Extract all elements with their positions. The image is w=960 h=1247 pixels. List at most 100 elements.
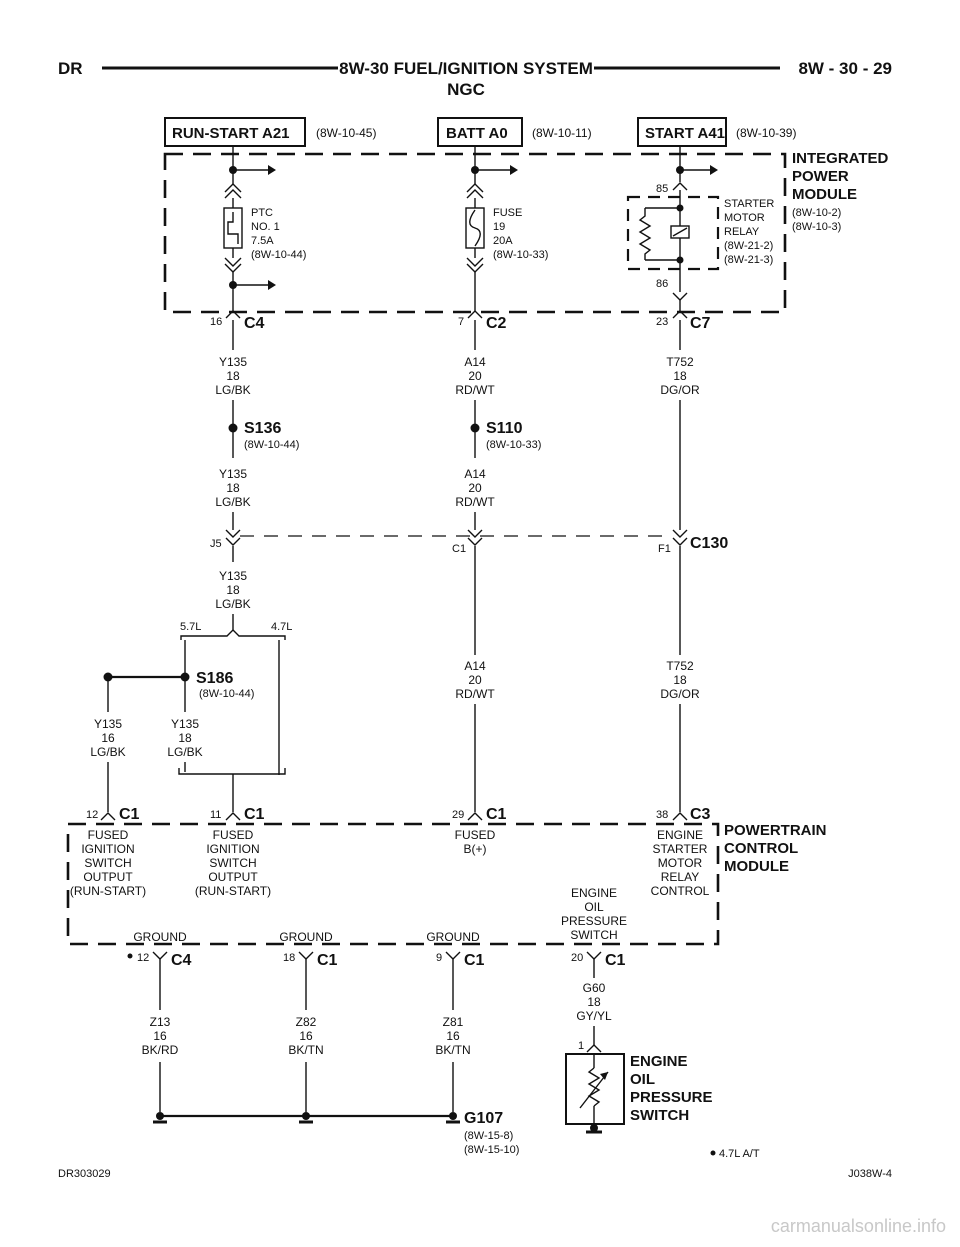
wire-gauge-a14-b: 20 <box>468 481 482 495</box>
oil-switch-variable-arrow <box>579 1071 609 1109</box>
ipm-c7-name: C7 <box>690 315 711 332</box>
relay-label-4: (8W-21-2) <box>724 240 773 252</box>
eops-l3: PRESSURE <box>561 914 627 928</box>
wire-color-y135-16: LG/BK <box>90 745 125 759</box>
source-box-start <box>637 117 727 147</box>
fb-l1: FUSED <box>455 828 496 842</box>
pcm-connector-38: 38 C3 <box>656 806 711 823</box>
wire-label-z81: Z81 16 BK/TN <box>435 1015 470 1057</box>
splice-s186-ref: (8W-10-44) <box>199 688 254 700</box>
wire-code-y135-a: Y135 <box>219 355 247 369</box>
wire-code-y135-d: Y135 <box>171 717 199 731</box>
footer-left: DR303029 <box>58 1168 111 1180</box>
oil-switch-label-4: SWITCH <box>630 1107 689 1124</box>
wire-code-a14-b: A14 <box>464 467 486 481</box>
pcm-bottom-c1-9: 9 C1 <box>436 951 485 969</box>
c130-pin-j5: J5 <box>210 538 222 550</box>
source-start: START A41 (8W-10-39) <box>637 117 796 147</box>
ipm-ref-1: (8W-10-2) <box>792 207 841 219</box>
wire-gauge-t752-b: 18 <box>673 673 687 687</box>
relay-label-2: MOTOR <box>724 212 765 224</box>
esmr-l5: CONTROL <box>651 884 710 898</box>
ipm-connector-c7: 23 C7 <box>656 310 711 332</box>
fis1-l5: (RUN-START) <box>70 884 146 898</box>
wire-color-a14-a: RD/WT <box>455 383 495 397</box>
pcm-pin-29: 29 <box>452 809 464 821</box>
source-label-start: START A41 <box>645 125 725 142</box>
header-right: 8W - 30 - 29 <box>798 59 892 78</box>
wire-gauge-y135-a: 18 <box>226 369 240 383</box>
ipm-ref-2: (8W-10-3) <box>792 221 841 233</box>
pcm-conn-29-name: C1 <box>486 806 507 823</box>
source-run-start: RUN-START A21 (8W-10-45) <box>164 117 376 147</box>
pcm-pin-38: 38 <box>656 809 668 821</box>
watermark: carmanualsonline.info <box>771 1216 946 1236</box>
wire-label-a14-b: A14 20 RD/WT <box>455 467 495 509</box>
merge-bracket <box>178 768 286 775</box>
wire-code-z81: Z81 <box>443 1015 464 1029</box>
wire-gauge-a14-a: 20 <box>468 369 482 383</box>
fuse-label-1: FUSE <box>493 207 522 219</box>
wire-label-t752-b: T752 18 DG/OR <box>660 659 700 701</box>
pcm-bottom-c4-name: C4 <box>171 952 192 969</box>
source-box-batt <box>437 117 523 147</box>
pcm-label-1: POWERTRAIN <box>724 822 827 839</box>
source-batt: BATT A0 (8W-10-11) <box>437 117 592 147</box>
source-label-batt: BATT A0 <box>446 125 508 142</box>
fuse-label-3: 20A <box>493 235 513 247</box>
eops-l4: SWITCH <box>570 928 617 942</box>
pcm-fused-ignition-2: FUSED IGNITION SWITCH OUTPUT (RUN-START) <box>195 828 271 898</box>
oil-switch-label-3: PRESSURE <box>630 1089 713 1106</box>
fuse-circuit: FUSE 19 20A (8W-10-33) <box>465 146 548 312</box>
pcm-bottom-c4: 12 C4 <box>127 951 192 969</box>
ptc-circuit: PTC NO. 1 7.5A (8W-10-44) <box>223 146 306 312</box>
wire-color-t752-b: DG/OR <box>660 687 700 701</box>
fis2-l4: OUTPUT <box>208 870 258 884</box>
header-left: DR <box>58 59 83 78</box>
page-footer: 4.7L A/T DR303029 J038W-4 carmanualsonli… <box>58 1148 946 1236</box>
wire-label-y135-c: Y135 18 LG/BK <box>215 569 250 611</box>
esmr-l4: RELAY <box>661 870 699 884</box>
source-box-run-start <box>164 117 306 147</box>
pcm-conn-38-name: C3 <box>690 806 711 823</box>
splice-s136-ref: (8W-10-44) <box>244 439 299 451</box>
pcm-label-2: CONTROL <box>724 840 798 857</box>
c130-pin-f1: F1 <box>658 543 671 555</box>
fb-l2: B(+) <box>463 842 486 856</box>
oil-switch-label-2: OIL <box>630 1071 655 1088</box>
pcm-bottom-c1-9-name: C1 <box>464 952 485 969</box>
ipm-c2-name: C2 <box>486 315 507 332</box>
footer-right: J038W-4 <box>848 1168 892 1180</box>
wire-gauge-y135-16: 16 <box>101 731 115 745</box>
source-ref-start: (8W-10-39) <box>736 126 796 140</box>
relay-pin-85: 85 <box>656 183 668 195</box>
wire-label-z82: Z82 16 BK/TN <box>288 1015 323 1057</box>
fis2-l5: (RUN-START) <box>195 884 271 898</box>
relay-coil <box>638 208 652 260</box>
oil-switch-resistor <box>587 1067 601 1107</box>
pcm-conn-12-name: C1 <box>119 806 140 823</box>
wire-gauge-t752-a: 18 <box>673 369 687 383</box>
wire-gauge-y135-c: 18 <box>226 583 240 597</box>
esmr-l3: MOTOR <box>658 856 703 870</box>
splice-s136-dot <box>228 423 238 433</box>
ground-ref-2: (8W-15-10) <box>464 1144 519 1156</box>
pcm-ground-3: GROUND <box>426 930 480 944</box>
ground-g107: G107 (8W-15-8) (8W-15-10) <box>153 1110 519 1156</box>
footer-note-bullet <box>710 1150 716 1156</box>
wire-code-y135-b: Y135 <box>219 467 247 481</box>
pcm-connector-11: 11 C1 <box>210 806 265 823</box>
pcm-oil-pressure-input: ENGINE OIL PRESSURE SWITCH <box>561 886 627 942</box>
wire-label-y135-d: Y135 18 LG/BK <box>167 717 202 759</box>
ipm-label: INTEGRATED POWER MODULE (8W-10-2) (8W-10… <box>792 150 889 233</box>
pcm-pin-12: 12 <box>86 809 98 821</box>
wire-color-g60: GY/YL <box>576 1009 612 1023</box>
pcm-fused-ignition-1: FUSED IGNITION SWITCH OUTPUT (RUN-START) <box>70 828 146 898</box>
ipm-c4-pin: 16 <box>210 316 222 328</box>
wire-color-z13: BK/RD <box>142 1043 179 1057</box>
wire-color-z82: BK/TN <box>288 1043 323 1057</box>
pcm-connector-29: 29 C1 <box>452 806 507 823</box>
fis2-l2: IGNITION <box>206 842 259 856</box>
esmr-l1: ENGINE <box>657 828 703 842</box>
pcm-bottom-c1-20: 20 C1 <box>571 951 626 969</box>
